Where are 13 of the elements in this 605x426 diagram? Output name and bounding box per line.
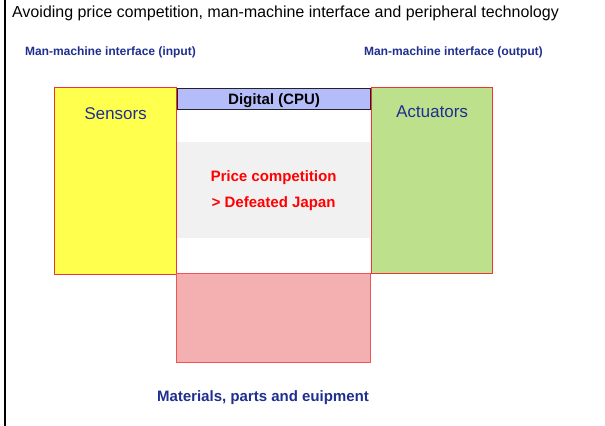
section-heading: Materials, parts and euipment: [157, 388, 369, 405]
price-competition-band: [177, 142, 370, 238]
cpu-band: [177, 88, 371, 110]
section-heading: Man-machine interface (input): [25, 44, 196, 58]
node-label: Price competition > Defeated Japan: [210, 167, 338, 213]
materials-box: [176, 273, 371, 363]
section-heading: Man-machine interface (output): [364, 44, 543, 58]
node-label: Digital (CPU): [228, 90, 320, 108]
actuators-box: [371, 87, 493, 274]
sensors-box: [54, 87, 177, 275]
node-label: Actuators: [396, 102, 468, 122]
node-label: Sensors: [84, 104, 147, 124]
title: Avoiding price competition, man-machine interface and peripheral technology: [12, 4, 559, 22]
